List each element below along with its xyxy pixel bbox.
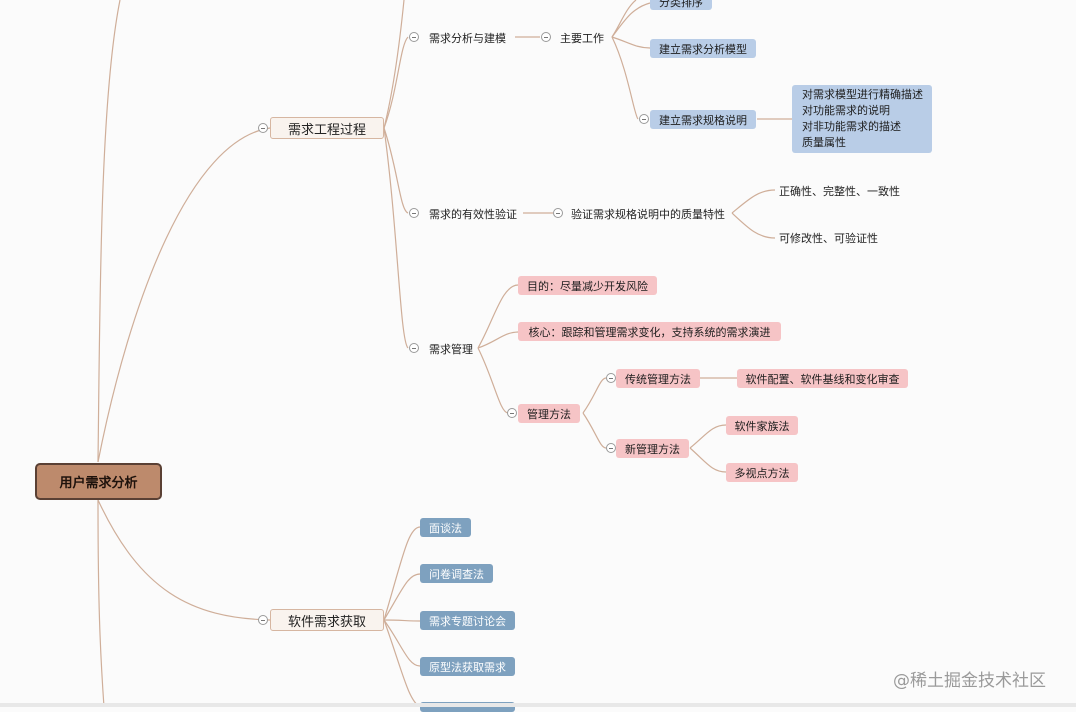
connector-process-validation [383,127,409,214]
node-new-method-label: 新管理方法 [625,442,680,456]
node-goal[interactable]: 目的：尽量减少开发风险 [518,276,657,295]
node-acq-prototype-label: 原型法获取需求 [429,660,506,674]
node-new-method[interactable]: 新管理方法 [616,439,689,458]
connector-acq-5 [383,619,421,707]
node-family-label: 软件家族法 [734,419,790,433]
connector-mainwork-top [611,0,637,38]
connector-acq-4 [383,619,421,667]
connector-management-methods [477,347,509,414]
connector-process-top [383,0,405,129]
node-main-work-label: 主要工作 [560,31,604,45]
node-analysis-modeling-label: 需求分析与建模 [429,31,506,45]
connector-management-goal [477,284,519,349]
node-core[interactable]: 核心：跟踪和管理需求变化，支持系统的需求演进 [518,322,781,341]
connector-root-process [97,127,271,463]
spec-detail-line: 对功能需求的说明 [802,104,890,117]
node-acq-questionnaire[interactable]: 问卷调查法 [420,564,493,583]
node-traditional-label: 传统管理方法 [625,372,691,386]
collapse-management-toggle[interactable] [409,343,419,353]
node-methods-label: 管理方法 [527,407,571,421]
collapse-verify-toggle[interactable] [553,208,563,218]
node-goal-label: 目的：尽量减少开发风险 [527,279,648,293]
spec-detail-line: 质量属性 [802,136,846,149]
collapse-methods-toggle[interactable] [507,408,517,418]
node-acq-workshop[interactable]: 需求专题讨论会 [420,611,515,630]
spec-detail-line: 对非功能需求的描述 [802,120,901,133]
node-verify-quality[interactable]: 验证需求规格说明中的质量特性 [571,205,736,222]
connector-root-acquisition [97,499,271,621]
node-acq-questionnaire-label: 问卷调查法 [429,567,484,581]
node-acq-interview-label: 面谈法 [429,521,462,535]
node-main-work[interactable]: 主要工作 [560,29,616,46]
node-family[interactable]: 软件家族法 [726,416,798,435]
connector-root-top [97,0,121,463]
connector-verify-modify [731,212,776,239]
connector-mainwork-sort [611,2,651,38]
branch-acquisition[interactable]: 软件需求获取 [270,609,384,631]
collapse-traditional-toggle[interactable] [606,373,616,383]
connector-acq-3 [383,619,421,622]
node-acq-prototype[interactable]: 原型法获取需求 [420,657,515,676]
node-traditional[interactable]: 传统管理方法 [616,369,700,388]
node-build-spec[interactable]: 建立需求规格说明 [650,110,756,129]
connector-mainwork-spec [611,36,639,120]
connector-process-management [383,127,409,349]
node-verify-quality-label: 验证需求规格说明中的质量特性 [571,207,725,221]
node-traditional-detail-label: 软件配置、软件基线和变化审查 [745,372,900,386]
node-correctness-label: 正确性、完整性、一致性 [779,184,900,198]
node-management[interactable]: 需求管理 [429,340,481,357]
node-validation-label: 需求的有效性验证 [429,207,517,221]
branch-process-label: 需求工程过程 [287,122,366,138]
node-management-label: 需求管理 [429,342,473,356]
connector-mainwork-model [611,36,651,49]
connector-management-core [477,331,519,349]
node-build-model[interactable]: 建立需求分析模型 [650,39,756,58]
node-validation[interactable]: 需求的有效性验证 [429,205,529,222]
collapse-spec-toggle[interactable] [639,114,649,124]
node-build-spec-label: 建立需求规格说明 [659,113,747,127]
watermark-text: @稀土掘金技术社区 [893,671,1046,691]
node-methods[interactable]: 管理方法 [518,404,580,423]
node-modifiability[interactable]: 可修改性、可验证性 [779,229,889,246]
connector-methods-new [582,412,607,449]
node-modifiability-label: 可修改性、可验证性 [779,231,878,245]
node-analysis-modeling[interactable]: 需求分析与建模 [429,29,519,46]
branch-acquisition-label: 软件需求获取 [287,614,366,630]
connector-process-analysis [383,36,409,129]
collapse-process-toggle[interactable] [258,123,268,133]
node-sort-priority[interactable]: 分类排序 [650,0,712,10]
node-build-model-label: 建立需求分析模型 [659,42,747,56]
node-sort-priority-label: 分类排序 [659,0,703,9]
connector-verify-correct [731,189,776,214]
node-acq-workshop-label: 需求专题讨论会 [429,614,506,628]
collapse-new-method-toggle[interactable] [606,443,616,453]
node-acq-interview[interactable]: 面谈法 [420,518,471,537]
connector-acq-2 [383,573,421,621]
collapse-mainwork-toggle[interactable] [541,32,551,42]
node-correctness[interactable]: 正确性、完整性、一致性 [779,182,909,199]
collapse-acquisition-toggle[interactable] [258,615,268,625]
collapse-analysis-toggle[interactable] [409,32,419,42]
node-multiview-label: 多视点方法 [734,466,790,480]
horizontal-scrollbar[interactable] [0,703,1076,707]
root-node[interactable]: 用户需求分析 [35,463,162,500]
connector-new-family [689,424,727,449]
node-traditional-detail[interactable]: 软件配置、软件基线和变化审查 [737,369,908,388]
node-spec-details[interactable]: 对需求模型进行精确描述 对功能需求的说明 对非功能需求的描述 质量属性 [792,85,932,153]
connector-new-multiview [689,447,727,473]
node-multiview[interactable]: 多视点方法 [726,463,798,482]
connector-acq-1 [383,526,421,621]
connector-root-bottom [97,499,105,707]
collapse-validation-toggle[interactable] [409,208,419,218]
node-core-label: 核心：跟踪和管理需求变化，支持系统的需求演进 [528,325,771,339]
spec-detail-line: 对需求模型进行精确描述 [802,88,923,101]
branch-process[interactable]: 需求工程过程 [270,117,384,139]
connector-methods-traditional [582,377,607,414]
root-label: 用户需求分析 [59,476,138,491]
